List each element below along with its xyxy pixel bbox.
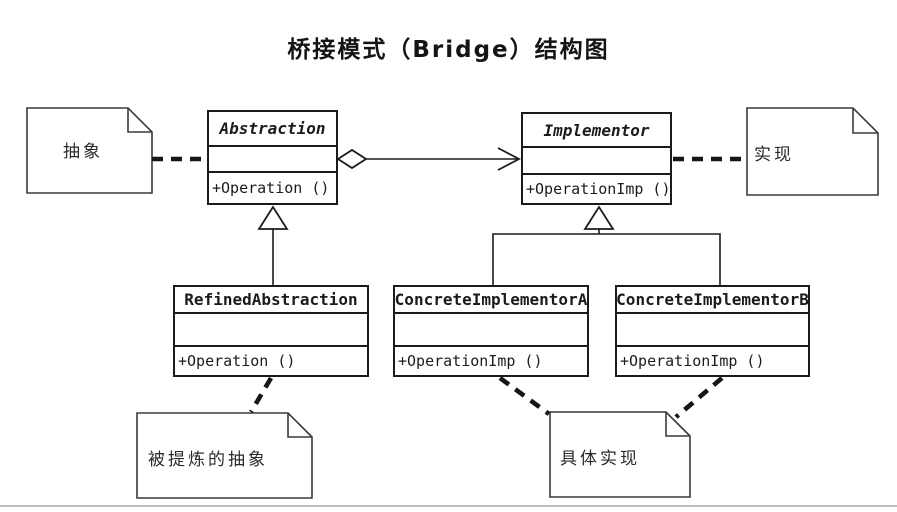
generalization-branch [492,233,721,285]
class-name: Implementor [523,114,670,148]
note-fold-icon [665,412,690,437]
note-text-implementor: 实现 [754,145,794,165]
class-method: +OperationImp () [398,352,543,370]
aggregation-diamond-icon [336,148,368,170]
attributes-compartment [209,147,336,173]
class-method: +OperationImp () [526,180,671,198]
open-arrowhead-icon [497,147,521,171]
attributes-compartment [395,314,587,347]
class-name: RefinedAbstraction [175,287,367,314]
inheritance-triangle-icon [583,205,615,230]
class-name: Abstraction [209,112,336,147]
note-shape-implementor [746,107,879,196]
note-shape-abstraction [26,107,153,194]
note-fold-icon [287,413,312,438]
class-abstraction: Abstraction +Operation () [207,110,338,205]
class-concrete-implementor-b: ConcreteImplementorB +OperationImp () [615,285,810,377]
note-fold-icon [127,108,152,133]
note-link-refined [249,376,273,414]
note-shape-refined [136,412,313,499]
class-method: +OperationImp () [620,352,765,370]
class-method: +Operation () [178,352,296,370]
note-fold-icon [852,108,878,134]
note-text-abstraction: 抽象 [63,142,103,162]
attributes-compartment [617,314,808,347]
note-text-refined: 被提炼的抽象 [148,450,268,470]
note-text-concrete: 具体实现 [560,449,640,469]
class-method: +Operation () [212,179,330,197]
attributes-compartment [175,314,367,347]
class-name: ConcreteImplementorA [395,287,587,314]
inheritance-triangle-icon [257,205,289,230]
note-shape-concrete [549,411,691,498]
class-implementor: Implementor +OperationImp () [521,112,672,205]
note-link-concrete-a [498,376,551,416]
class-refined-abstraction: RefinedAbstraction +Operation () [173,285,369,377]
note-link-concrete-b [674,376,724,419]
diagram-title: 桥接模式（Bridge）结构图 [287,37,610,63]
attributes-compartment [523,148,670,175]
class-name: ConcreteImplementorB [616,287,809,314]
class-concrete-implementor-a: ConcreteImplementorA +OperationImp () [393,285,589,377]
